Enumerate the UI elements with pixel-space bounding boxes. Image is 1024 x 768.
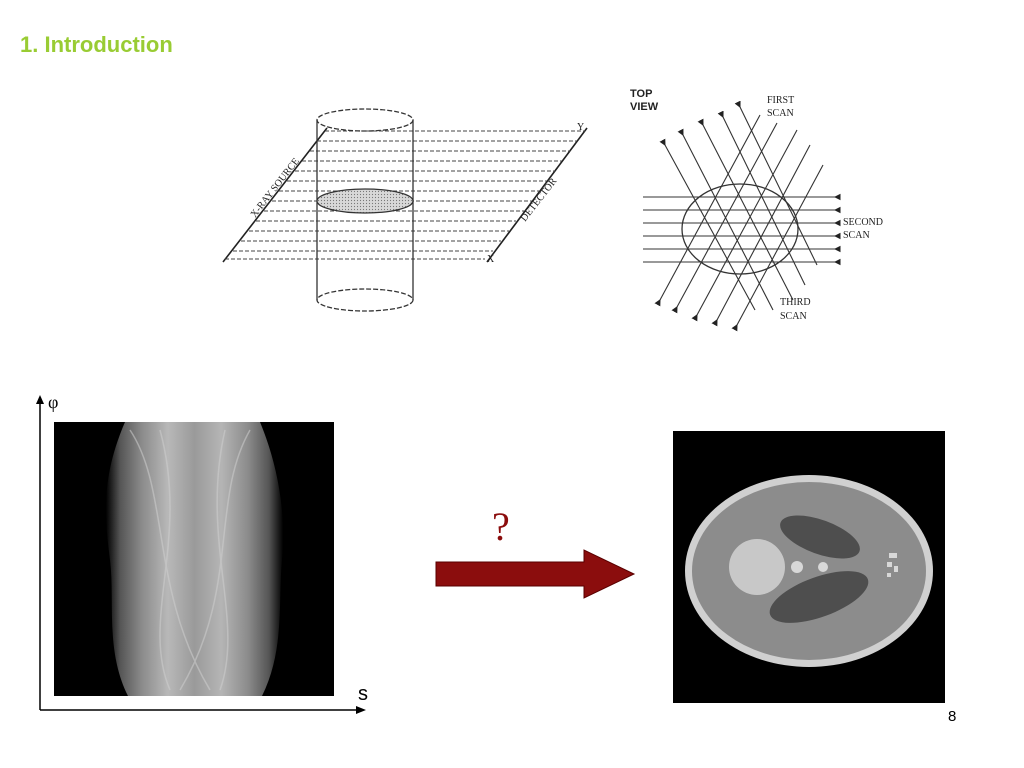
- y-axis-arrowhead: [36, 395, 44, 404]
- third-scan-label-1: THIRD: [780, 297, 811, 308]
- top-view-title-1: TOP: [630, 88, 652, 100]
- x-axis-arrowhead: [356, 706, 366, 714]
- phantom-lower-ellipse: [769, 571, 869, 623]
- sinogram-figure: φ s: [36, 392, 368, 714]
- phantom-small-dots: [887, 553, 898, 577]
- x-label: X: [487, 254, 495, 265]
- cylinder: [316, 108, 414, 312]
- source-line: [222, 127, 328, 263]
- question-mark: ?: [492, 504, 510, 549]
- phi-label: φ: [48, 392, 58, 412]
- phantom-dot-2: [818, 562, 828, 572]
- ray-lines: [225, 130, 585, 260]
- top-view-object: [681, 183, 799, 275]
- slice-ellipse: [316, 188, 414, 214]
- detector-line: [486, 127, 588, 263]
- first-scan-rays: [659, 100, 818, 311]
- source-label: X-RAY SOURCE: [249, 156, 302, 220]
- first-scan-label-2: SCAN: [767, 108, 794, 119]
- phantom-upper-ellipse: [780, 515, 860, 559]
- second-scan-label-1: SECOND: [843, 217, 883, 228]
- third-scan-rays: [654, 114, 824, 332]
- third-scan-label-2: SCAN: [780, 311, 807, 322]
- detector-label: DETECTOR: [519, 176, 560, 224]
- top-view-title-2: VIEW: [630, 101, 659, 113]
- phantom-dot-1: [791, 561, 803, 573]
- phantom-image: [673, 431, 945, 703]
- slide-title: 1. Introduction: [20, 32, 173, 57]
- sinogram-texture: [129, 429, 251, 691]
- phantom-brain: [692, 482, 926, 660]
- second-scan-rays: [643, 193, 841, 266]
- s-label: s: [358, 683, 368, 705]
- first-scan-label-1: FIRST: [767, 95, 794, 106]
- xray-scan-diagram: X-RAY SOURCE DETECTOR X Y: [222, 108, 588, 312]
- second-scan-label-2: SCAN: [843, 230, 870, 241]
- phantom-left-circle: [729, 539, 785, 595]
- reconstruction-arrow: ?: [435, 504, 636, 599]
- arrow-shape: [435, 549, 636, 599]
- y-label: Y: [577, 122, 584, 133]
- page-number: 8: [948, 708, 957, 725]
- sinogram-band: [105, 422, 284, 696]
- top-view-diagram: TOP VIEW FIRST SCAN SECOND SCAN THIRD SC…: [630, 88, 883, 332]
